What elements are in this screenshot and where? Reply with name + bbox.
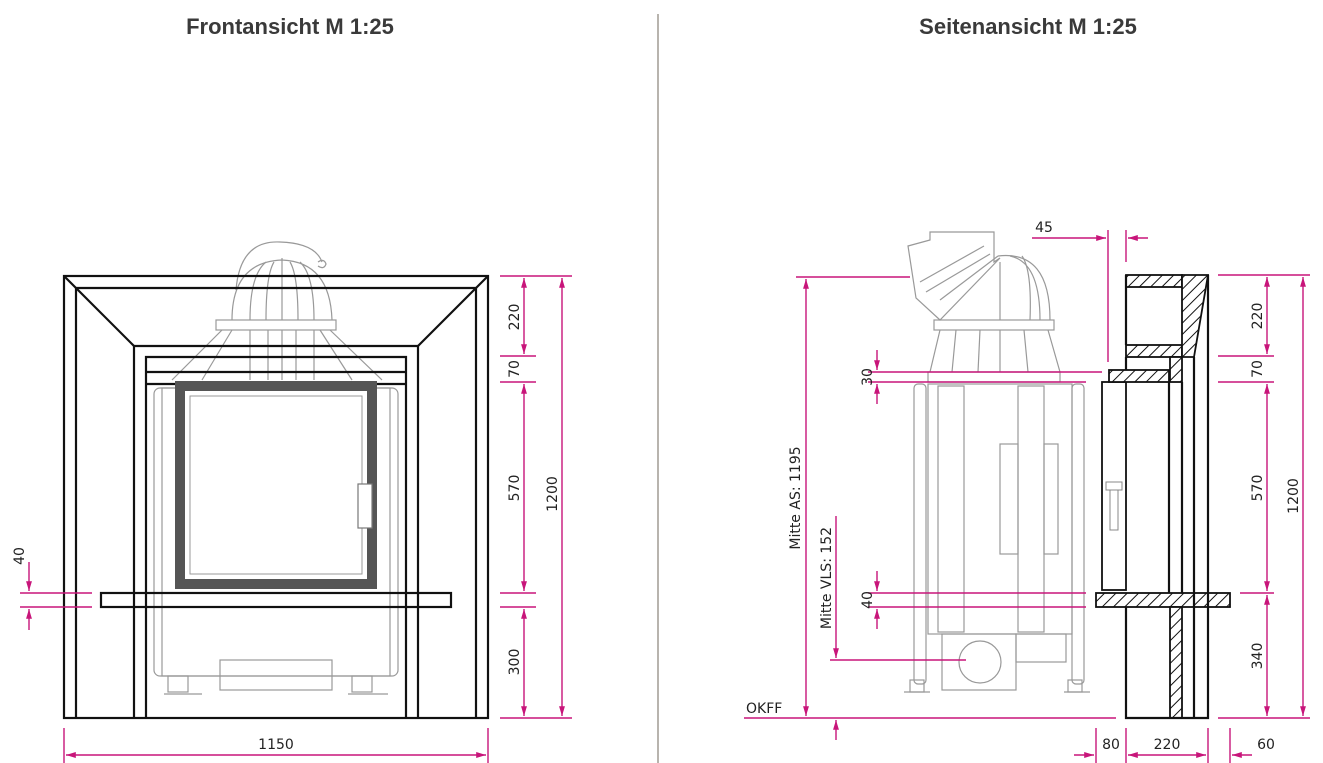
side-dim-45: 45 <box>1035 220 1053 236</box>
side-wall-section <box>1095 274 1231 720</box>
flue-center-label: Mitte AS: 1195 <box>788 446 804 549</box>
side-dim-1200: 1200 <box>1286 478 1302 514</box>
front-dim-1200: 1200 <box>545 476 561 512</box>
front-dim-570: 570 <box>507 475 523 502</box>
side-dim-570: 570 <box>1250 475 1266 502</box>
front-stove-body <box>153 381 399 695</box>
front-stove-dome <box>171 241 383 381</box>
side-dim-30: 30 <box>860 368 876 386</box>
side-dim-40: 40 <box>860 591 876 609</box>
side-view: 45 Mitte AS: 1195 Mitte VLS: 152 OKFF 30… <box>744 220 1310 763</box>
side-dim-220: 220 <box>1250 303 1266 330</box>
front-dimension-lines <box>20 275 572 763</box>
side-dim-70: 70 <box>1250 360 1266 378</box>
front-dim-300: 300 <box>507 649 523 676</box>
view-divider <box>657 14 659 763</box>
front-dim-40: 40 <box>12 547 28 565</box>
front-view-title: Frontansicht M 1:25 <box>186 14 394 39</box>
front-dim-1150: 1150 <box>258 737 294 753</box>
front-outer-frame <box>62 274 490 720</box>
front-shelf <box>99 591 453 609</box>
inlet-center-label: Mitte VLS: 152 <box>819 527 835 629</box>
side-dim-80: 80 <box>1102 737 1120 753</box>
front-dim-70: 70 <box>507 360 523 378</box>
side-dim-340: 340 <box>1250 643 1266 670</box>
side-view-title: Seitenansicht M 1:25 <box>919 14 1137 39</box>
front-dim-220: 220 <box>507 304 523 331</box>
side-dim-220-bottom: 220 <box>1154 737 1181 753</box>
floor-label-okff: OKFF <box>746 701 782 717</box>
side-dimension-lines <box>744 230 1310 763</box>
front-inner-bevel <box>74 286 478 718</box>
side-stove <box>904 231 1090 693</box>
side-dim-60: 60 <box>1257 737 1275 753</box>
front-view: 220 70 570 300 1200 40 1150 <box>12 241 572 763</box>
side-door <box>1101 381 1127 591</box>
